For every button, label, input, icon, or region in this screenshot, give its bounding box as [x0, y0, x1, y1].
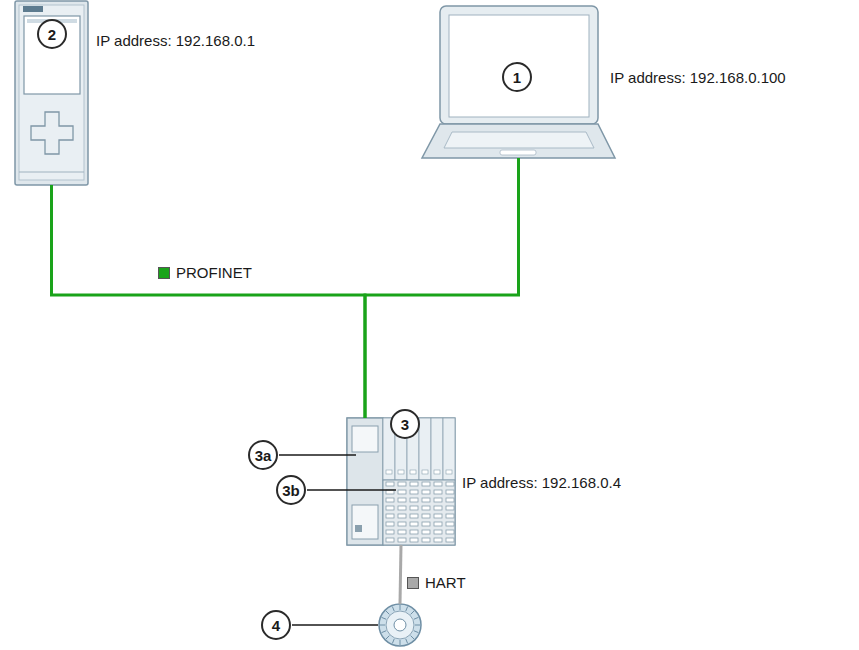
legend-text: PROFINET: [176, 264, 252, 282]
ip-address-label: IP address: 192.168.0.4: [462, 474, 621, 492]
laptop-illustration: [422, 6, 615, 158]
legend-swatch: [407, 577, 419, 589]
ip-address-label: IP address: 192.168.0.100: [610, 69, 786, 87]
leader-line: [279, 454, 356, 456]
laptop-device: 1IP address: 192.168.0.100: [422, 6, 615, 158]
cpu-device: 2IP address: 192.168.0.1: [15, 1, 88, 185]
io-station: 3IP address: 192.168.0.4: [347, 418, 455, 545]
ip-address-label: IP address: 192.168.0.1: [96, 32, 255, 50]
leader-line: [307, 489, 396, 491]
callout-number: 1: [502, 62, 532, 92]
cpu-illustration: [15, 1, 88, 185]
hart-device-illustration: [379, 604, 421, 646]
callout-label: 3b: [276, 475, 306, 505]
profinet-cable: [365, 158, 519, 418]
callout-number: 4: [261, 610, 291, 640]
profinet-cable: [52, 185, 366, 418]
legend-swatch: [158, 267, 170, 279]
leader-line: [292, 624, 378, 626]
callout-label: 3a: [248, 440, 278, 470]
callout-number: 3: [390, 409, 420, 439]
legend-text: HART: [425, 574, 466, 592]
hart-cable: [400, 545, 401, 604]
hart-field-device: 4: [379, 604, 421, 646]
callout-number: 2: [37, 19, 67, 49]
